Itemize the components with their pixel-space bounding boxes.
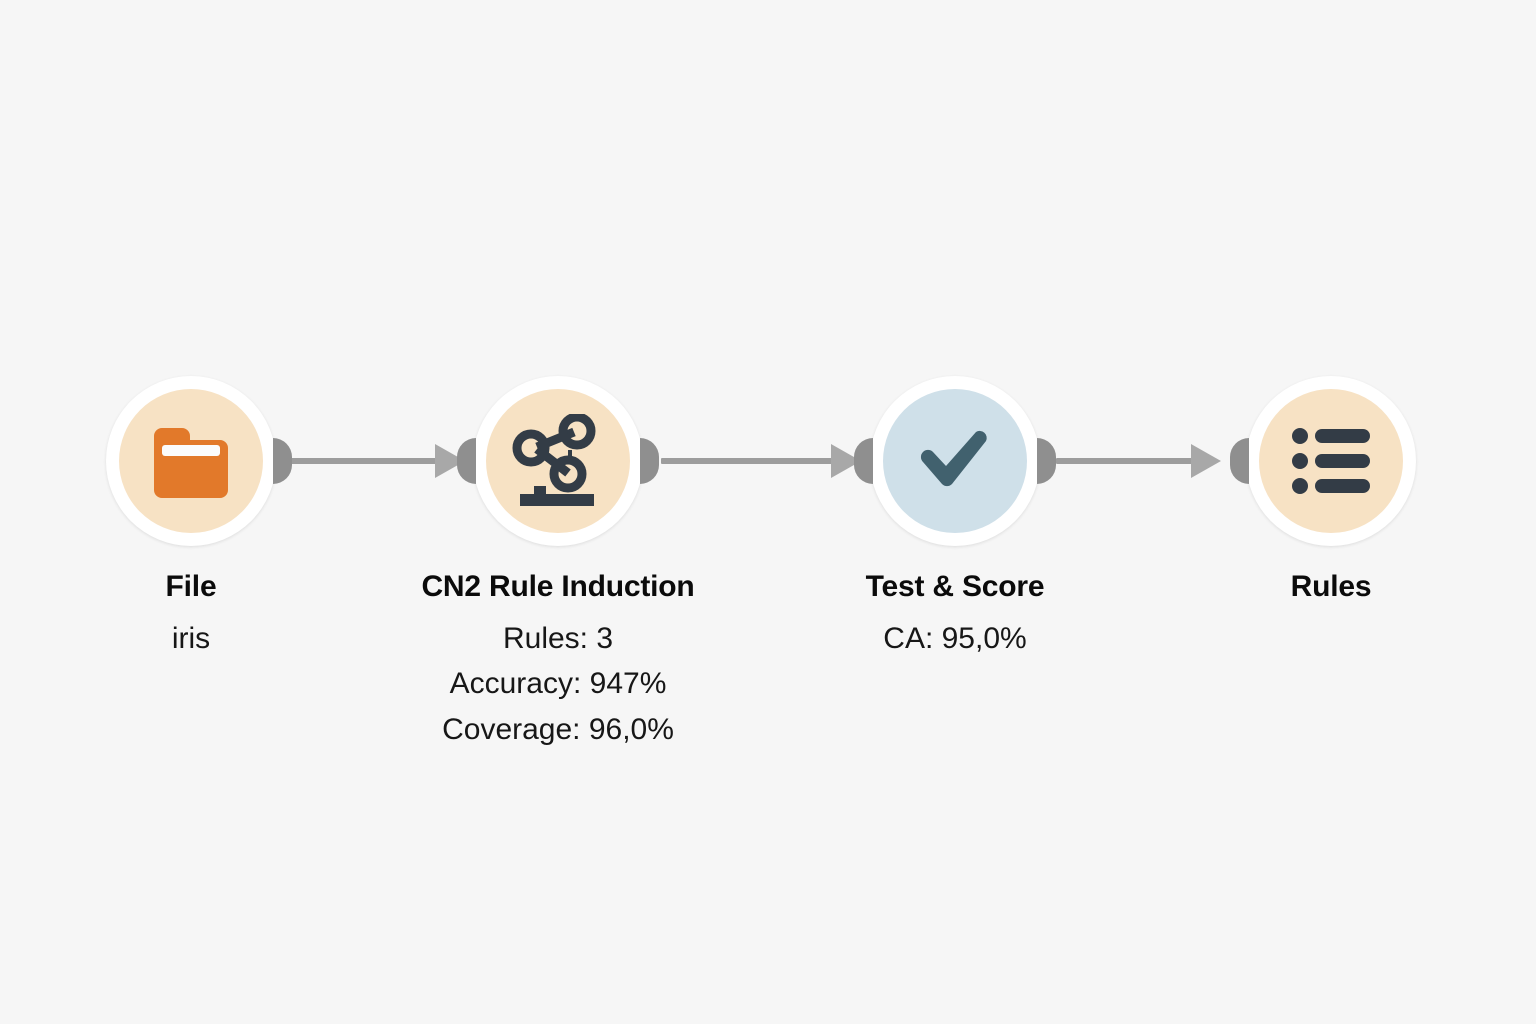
output-port[interactable]	[640, 438, 659, 484]
node-title: Rules	[1290, 570, 1372, 603]
input-port[interactable]	[1230, 438, 1249, 484]
node-stats: Rules: 3 Accuracy: 947% Coverage: 96,0%	[408, 616, 708, 753]
folder-icon	[148, 422, 234, 500]
bulleted-list-icon	[1292, 428, 1370, 494]
input-port[interactable]	[457, 438, 476, 484]
node-title: Test & Score	[865, 570, 1045, 603]
checkmark-icon	[913, 424, 997, 498]
node-stats: CA: 95,0%	[805, 616, 1105, 662]
link-line	[1056, 458, 1192, 464]
node-disc	[119, 389, 263, 533]
stat-line: iris	[171, 621, 211, 655]
node-file[interactable]: File iris	[41, 376, 341, 661]
node-file-circle[interactable]	[106, 376, 292, 546]
rule-induction-icon	[510, 414, 606, 508]
stat-line: Rules: 3	[502, 621, 614, 655]
node-title: CN2 Rule Induction	[421, 570, 695, 603]
node-cn2-circle[interactable]	[457, 376, 659, 546]
stat-line: Accuracy: 947%	[449, 667, 667, 701]
node-disc	[486, 389, 630, 533]
node-disc	[883, 389, 1027, 533]
node-cn2-rule-induction[interactable]: CN2 Rule Induction Rules: 3 Accuracy: 94…	[408, 376, 708, 752]
node-rules-circle[interactable]	[1230, 376, 1416, 546]
stat-line: Coverage: 96,0%	[442, 712, 674, 746]
link-line	[279, 458, 436, 464]
link-arrowhead	[1191, 444, 1221, 478]
node-test-and-score[interactable]: Test & Score CA: 95,0%	[805, 376, 1105, 661]
output-port[interactable]	[1037, 438, 1056, 484]
stat-line: CA: 95,0%	[883, 621, 1027, 655]
input-port[interactable]	[854, 438, 873, 484]
node-test-score-circle[interactable]	[854, 376, 1056, 546]
output-port[interactable]	[273, 438, 292, 484]
node-rules[interactable]: Rules	[1181, 376, 1481, 606]
link-line	[661, 458, 832, 464]
node-disc	[1259, 389, 1403, 533]
link-test-score-to-rules[interactable]	[1056, 444, 1221, 478]
node-stats: iris	[41, 616, 341, 662]
node-title: File	[165, 570, 217, 603]
